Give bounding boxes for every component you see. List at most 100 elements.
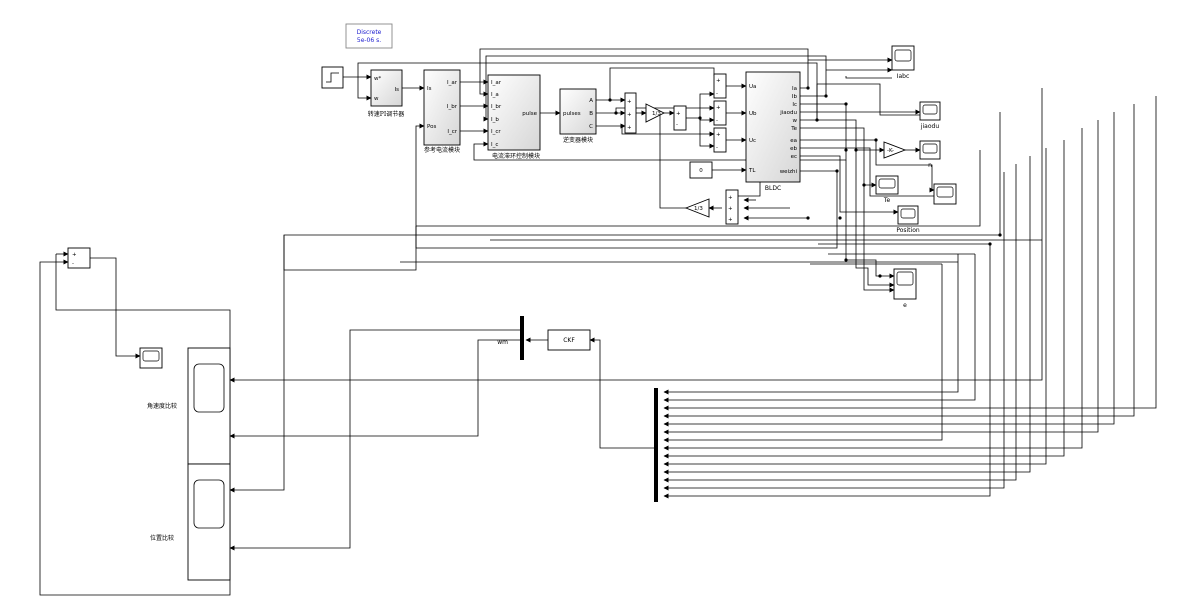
scope-icon [878,178,896,189]
gain-text: 1/3 [694,206,703,212]
gain-k-block[interactable]: -K- [883,141,907,159]
speed-pi-label: 转速PI调节器 [368,110,404,118]
port-eb: eb [790,146,797,152]
scope-icon [193,363,225,413]
scope-iabc[interactable]: Iabc [891,45,915,80]
scope-n[interactable]: n [919,140,941,169]
mux-bar [520,316,524,360]
port-is-out: Is [395,87,400,93]
ckf-text: CKF [563,337,575,344]
scope-position-compare[interactable]: 位置比较 [150,463,231,581]
scope-error[interactable] [139,347,163,369]
port-ibr: I_br [447,104,458,110]
port-weizhi: weizhi [780,169,798,175]
current-loop-block[interactable]: I_ar I_a I_br I_b I_cr I_c pulse 电流滞环控制模… [487,74,541,160]
port-pulse: pulse [522,111,537,117]
port-ec: ec [791,154,797,160]
port-uc: Uc [749,138,756,144]
current-loop-label: 电流滞环控制模块 [492,152,540,160]
gain-text: 1/3 [652,111,661,117]
phase-sum-block[interactable]: + + + [624,92,637,134]
ckf-block[interactable]: CKF [547,329,591,351]
sign: + [728,195,733,201]
uc-sum-block[interactable]: + - [713,127,727,153]
port-ib-out: Ib [792,94,798,100]
powergui-block[interactable]: Discrete 5e-06 s. [345,23,393,49]
signal-wires [39,48,1157,596]
scope-icon [900,208,916,219]
scope-e[interactable]: e [893,268,917,309]
ua-sum-block[interactable]: + - [713,73,727,99]
scope-jiaodu[interactable]: jiaodu [919,101,941,130]
sign: + [716,132,721,138]
ub-sum-block[interactable]: + - [713,100,727,126]
port-tl: TL [748,168,756,174]
inverter-block[interactable]: pulses A B C 逆变器模块 [559,88,597,144]
sign: + [716,105,721,111]
scope-speed-compare-label: 角速度比较 [147,402,177,410]
constant-value: 0 [699,168,703,174]
sign: + [627,125,632,131]
speed-pi-regulator[interactable]: w* w Is 转速PI调节器 [368,69,404,118]
port-loop-iar: I_ar [491,80,502,86]
sign: + [676,111,681,117]
port-w-ref: w* [374,76,381,82]
scope-te-label: Te [883,197,891,204]
gain-text: -K- [887,148,894,154]
sign: - [716,118,718,124]
scope-position-compare-label: 位置比较 [150,534,174,542]
scope-speed-compare[interactable]: 角速度比较 [147,347,231,465]
port-is-in: Is [427,86,432,92]
scope-icon [142,350,160,362]
sign: - [676,122,678,128]
port-icr: I_cr [447,129,457,135]
port-loop-ia: I_a [491,92,499,98]
port-w: w [374,96,379,102]
junction-dots [608,86,1002,278]
neutral-sum-block[interactable]: + - [673,105,687,131]
port-a: A [589,98,593,104]
scope-icon [922,104,938,115]
gain-one-third[interactable]: 1/3 [645,103,666,123]
scope-icon [936,186,954,198]
port-pos: Pos [427,124,436,130]
port-ea: ea [790,138,797,144]
sign: + [627,112,632,118]
ref-current-label: 参考电流模块 [424,146,460,154]
sign: + [716,78,721,84]
mux-bar [654,388,658,502]
speed-error-sum[interactable]: + - [67,247,91,269]
powergui-step: 5e-06 s. [357,37,381,44]
scope-iabc-label: Iabc [897,73,910,80]
signal-mux-bar[interactable] [654,388,658,502]
port-loop-icr: I_cr [491,129,501,135]
sign: + [627,99,632,105]
gain-one-third-emf[interactable]: 1/3 [684,198,710,218]
scope-unnamed[interactable] [933,183,957,205]
load-torque-constant[interactable]: 0 [689,161,713,179]
scope-te[interactable]: Te [875,175,899,204]
scope-position[interactable]: Position [896,205,920,234]
powergui-mode: Discrete [357,29,382,36]
inverter-label: 逆变器模块 [563,136,593,144]
sign: + [72,252,77,258]
scope-e-label: e [903,302,907,309]
scope-position-label: Position [896,227,920,234]
step-icon [326,72,339,83]
sign: + [728,206,733,212]
port-ua: Ua [749,84,756,90]
scope-icon [922,143,938,154]
port-ic-out: Ic [792,102,797,108]
step-source-block[interactable] [321,66,344,89]
reference-current-block[interactable]: Is Pos I_ar I_br I_cr 参考电流模块 [423,69,461,154]
bldc-label: BLDC [765,185,781,192]
sign: + [728,217,733,223]
wm-mux[interactable]: wm [497,316,524,360]
sign: - [716,91,718,97]
scope-icon [896,271,914,286]
emf-sum-block[interactable]: + + + [725,189,739,225]
port-c: C [589,124,593,130]
port-ia-out: Ia [792,86,797,92]
bldc-motor-block[interactable]: Ua Ub Uc TL Ia Ib Ic jiaodu w Te ea eb e… [745,71,801,192]
